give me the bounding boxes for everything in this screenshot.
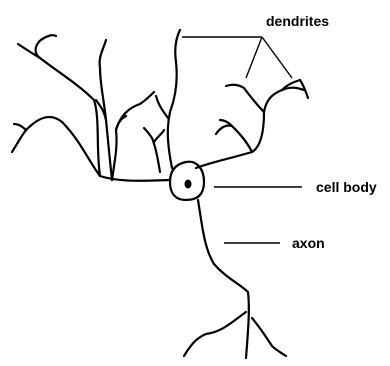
dendrite-center-tall	[168, 30, 180, 168]
dendrite-right-twig-d	[216, 125, 232, 134]
dendrites-leader-left	[246, 37, 262, 78]
dendrite-left-far-twig	[14, 124, 26, 130]
dendrite-branches-right	[196, 80, 308, 168]
dendrite-center	[144, 128, 160, 172]
cell-body	[170, 162, 204, 200]
dendrite-center-twig	[154, 130, 164, 142]
dendrite-branches	[12, 30, 180, 181]
label-cell-body: cell body	[316, 179, 377, 195]
dendrites-leader-right	[262, 37, 292, 78]
label-dendrites: dendrites	[266, 13, 329, 29]
dendrite-right-main	[196, 88, 304, 168]
axon-terminal-right	[252, 318, 286, 356]
nucleus	[185, 180, 192, 189]
dendrite-right-twig-c	[220, 120, 252, 152]
dendrite-right-twig-b	[226, 85, 264, 112]
axon-terminal-left	[184, 312, 246, 356]
axon	[184, 200, 286, 358]
dendrite-center-left	[112, 92, 154, 180]
dendrite-left-far	[12, 117, 170, 181]
dendrite-left-top-arm	[36, 35, 100, 176]
dendrite-center-tall-twig	[156, 96, 168, 118]
label-axon: axon	[292, 235, 325, 251]
